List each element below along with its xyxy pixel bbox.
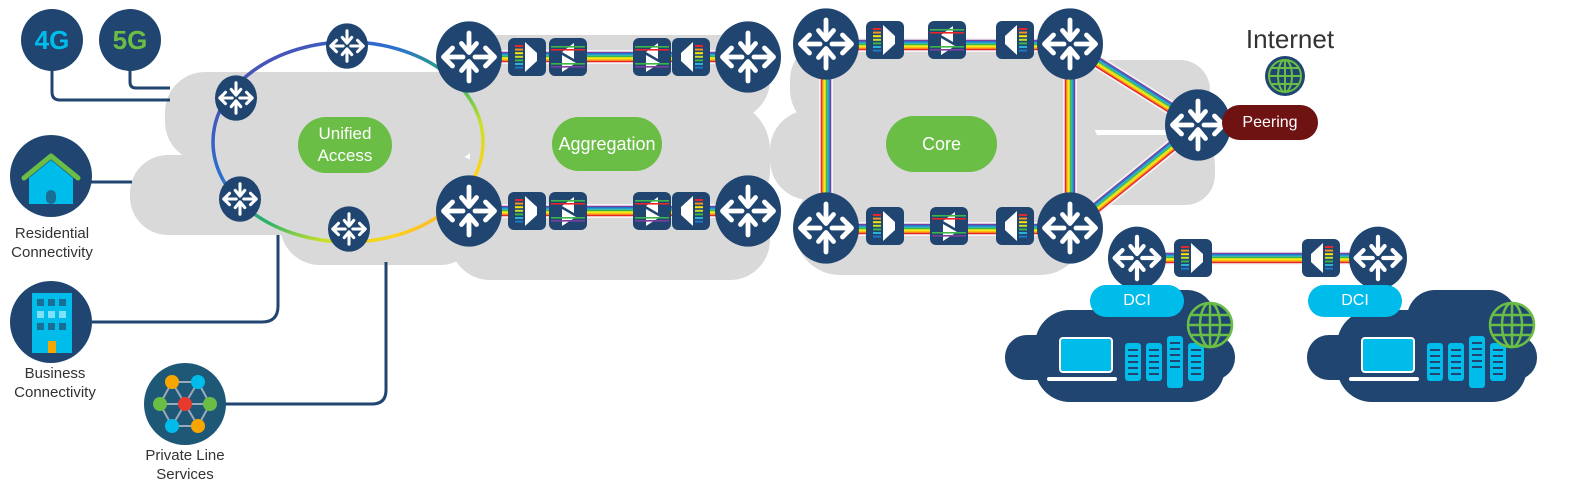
router-icon-1 [215,75,257,121]
private-line-label: Private Line Services [130,446,240,484]
house-icon [10,135,92,217]
optical-mux-9 [928,21,966,59]
5g-icon [99,9,161,71]
optical-mux-12 [930,207,968,245]
dci-left-badge: DCI [1090,285,1184,317]
business-label-line2: Connectivity [14,384,96,401]
optical-mux-0 [508,38,546,76]
residential-label-line1: Residential [14,225,90,242]
residential-label: Residential Connectivity [0,224,104,262]
router-icon-12 [1165,89,1231,161]
router-icon-0 [326,23,368,69]
dc-globe-icon [1488,301,1536,349]
optical-mux-5 [549,192,587,230]
dci-link [1137,251,1378,265]
residential-label-line2: Connectivity [11,244,93,261]
data-center-right [1307,290,1537,402]
optical-mux-2 [633,38,671,76]
router-icon-4 [436,21,502,93]
dci-right-badge: DCI [1308,285,1402,317]
internet-label: Internet [1245,24,1335,54]
router-icon-10 [793,192,859,264]
optical-mux-14 [1174,239,1212,277]
unified-access-line2: Access [317,146,373,165]
private-line-label-line1: Private Line [145,447,225,464]
peering-badge: Peering [1222,105,1318,140]
4g-icon [21,9,83,71]
access-connectors [50,70,388,406]
optical-muxes [508,21,1340,277]
router-icon-8 [793,8,859,80]
private-line-label-line2: Services [156,466,214,483]
router-icon-11 [1037,192,1103,264]
router-icon-6 [436,175,502,247]
router-icon-3 [328,206,370,252]
optical-mux-8 [866,21,904,59]
4g-label: 4G [34,25,70,55]
dc-globe-icon [1186,301,1234,349]
router-icon-9 [1037,8,1103,80]
business-label-line1: Business [24,365,86,382]
building-icon [10,281,92,363]
optical-mux-10 [996,21,1034,59]
router-icon-2 [219,176,261,222]
laptop-icon [1349,337,1419,381]
optical-mux-7 [672,192,710,230]
router-icon-5 [715,21,781,93]
optical-mux-6 [633,192,671,230]
business-label: Business Connectivity [0,364,110,402]
laptop-icon [1047,337,1117,381]
server-rack-icon [1125,336,1204,388]
aggregation-badge: Aggregation [552,117,662,171]
core-badge: Core [886,116,997,172]
server-rack-icon [1427,336,1506,388]
5g-label: 5G [112,25,148,55]
optical-mux-4 [508,192,546,230]
optical-mux-15 [1302,239,1340,277]
optical-mux-11 [866,207,904,245]
optical-mux-13 [996,207,1034,245]
router-icon-13 [1108,226,1166,290]
router-icon-7 [715,175,781,247]
optical-mux-1 [549,38,587,76]
mesh-network-icon [144,363,226,445]
internet-globe-icon [1265,56,1305,96]
routers [215,8,1407,290]
optical-mux-3 [672,38,710,76]
router-icon-14 [1349,226,1407,290]
unified-access-line1: Unified [318,124,372,143]
